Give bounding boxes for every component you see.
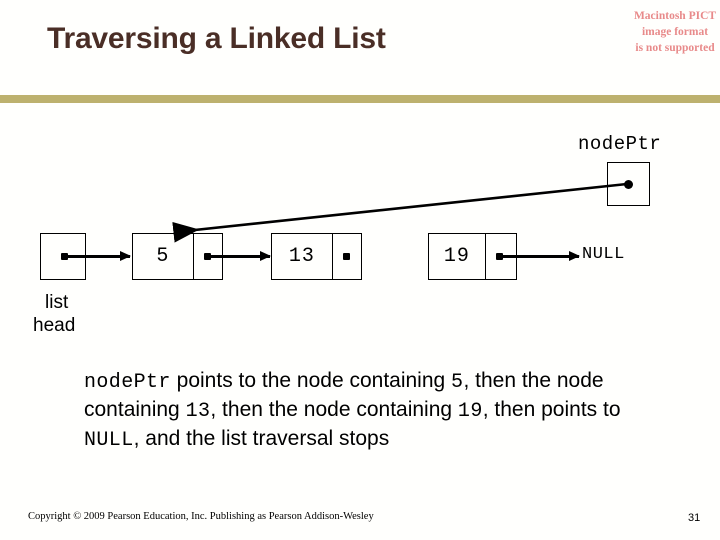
node-value: 13 [288,245,315,268]
arrow-node3-to-null-icon [499,251,580,261]
body-code-token: 13 [185,400,211,423]
nodeptr-dot-icon [624,180,633,189]
body-code-token: nodePtr [84,371,171,394]
body-code-token: 5 [451,371,464,394]
footer-copyright: Copyright © 2009 Pearson Education, Inc.… [28,511,374,522]
body-code-token: NULL [84,429,134,452]
list-head-caption-line-1: list [45,292,69,313]
nodeptr-label: nodePtr [578,133,662,155]
node-pointer-cell [331,234,361,279]
body-text-run: , then the node containing [210,398,458,421]
page-number: 31 [688,512,701,524]
body-paragraph: nodePtr points to the node containing 5,… [84,367,644,454]
body-text-run: , then the node containing [84,369,604,421]
pict-placeholder-line-3: is not supported [635,42,715,54]
body-text-run: points to the node containing [170,369,452,392]
body-code-token: 19 [457,400,483,423]
node-value: 5 [156,245,170,268]
node2-pointer-dot-icon [343,253,350,260]
list-head-caption: list head [33,291,75,337]
node-value: 19 [443,245,470,268]
pict-placeholder: Macintosh PICT image format is not suppo… [632,8,718,56]
pict-placeholder-line-2: image format [641,26,709,38]
pict-placeholder-line-1: Macintosh PICT [633,10,717,22]
body-text-run: , and the list traversal stops [133,427,390,450]
node-pointer-cell [192,234,222,279]
arrow-head-to-node1-icon [64,251,131,261]
title-divider-rule [0,95,720,103]
body-text-run: , then points to [482,398,621,421]
null-terminator-label: NULL [582,245,625,264]
list-node: 13 [271,233,362,280]
page-title: Traversing a Linked List [47,22,386,55]
list-head-caption-line-2: head [33,315,76,336]
arrow-node1-to-node2-icon [207,251,271,261]
node-pointer-cell [484,234,516,279]
